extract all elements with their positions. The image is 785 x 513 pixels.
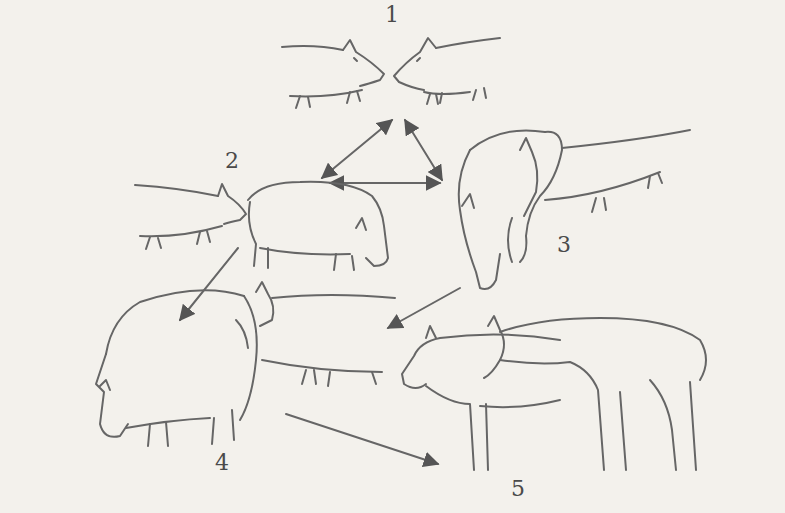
callout-number: 3 [557, 234, 571, 256]
callout-number: 4 [215, 452, 229, 474]
sequence-arrows [180, 248, 460, 464]
pig-pair-nosing [282, 38, 500, 108]
pig-pair-mounting [402, 316, 706, 470]
pig-pair-pushing [135, 182, 388, 270]
interaction-arrows [322, 120, 442, 183]
pig-pair-lifting [459, 130, 690, 289]
callout-number: 1 [385, 4, 399, 26]
callout-number: 2 [225, 150, 239, 172]
pig-pair-following [96, 282, 395, 446]
callout-number: 5 [511, 478, 525, 500]
